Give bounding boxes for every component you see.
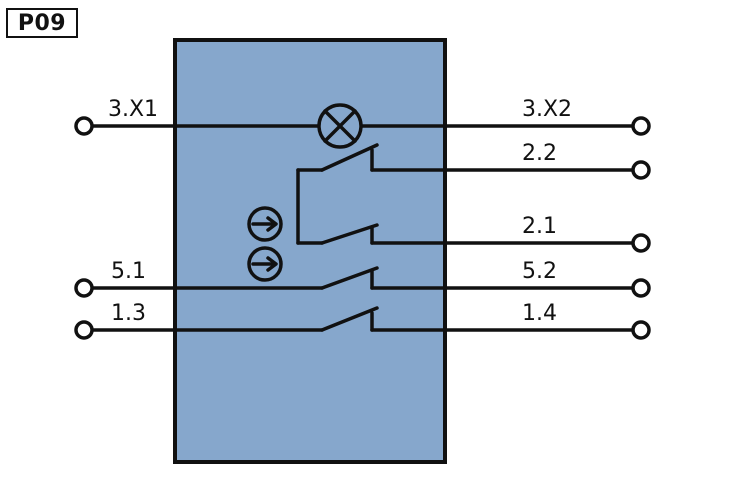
label-22: 2.2: [522, 141, 557, 166]
terminal-14: [631, 320, 651, 340]
label-3x2: 3.X2: [522, 97, 572, 122]
device-housing: [173, 38, 447, 464]
contact-22-blade: [320, 143, 379, 172]
label-21: 2.1: [522, 214, 557, 239]
label-13: 1.3: [111, 301, 146, 326]
label-3x1: 3.X1: [108, 97, 158, 122]
arrow-circle-icon: [247, 246, 283, 282]
diagram-badge: P09: [6, 8, 78, 38]
label-52: 5.2: [522, 259, 557, 284]
contact-13-blade: [320, 306, 379, 332]
arrow-circle-icon: [247, 206, 283, 242]
terminal-13: [74, 320, 94, 340]
terminal-21: [631, 233, 651, 253]
terminal-3x2: [631, 116, 651, 136]
contact-21-blade: [320, 223, 379, 245]
terminal-22: [631, 160, 651, 180]
terminal-3x1: [74, 116, 94, 136]
contact-51-blade: [320, 266, 379, 290]
terminal-52: [631, 278, 651, 298]
lamp-icon: [317, 103, 363, 149]
label-51: 5.1: [111, 259, 146, 284]
terminal-51: [74, 278, 94, 298]
label-14: 1.4: [522, 301, 557, 326]
